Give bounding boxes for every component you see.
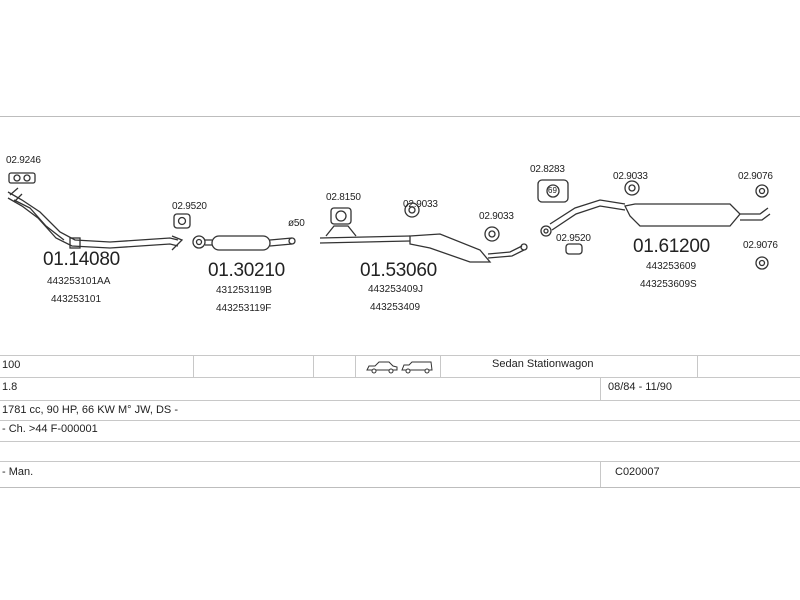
- table-row-line: [0, 377, 800, 378]
- assembly-code: 01.61200: [633, 236, 710, 257]
- oem-number: 443253409: [370, 302, 421, 313]
- part-label: 02.9246: [6, 155, 41, 166]
- part-label: 02.9076: [743, 240, 778, 251]
- table-row-line: [0, 355, 800, 356]
- oem-number: 443253101: [51, 294, 102, 305]
- bottom-divider: [0, 487, 800, 488]
- front-pipe-shape: [7, 172, 184, 251]
- oem-number: 443253609: [646, 261, 697, 272]
- oem-number: 443253409J: [368, 284, 424, 295]
- assembly-code: 01.14080: [43, 249, 120, 270]
- oem-number: 443253609S: [640, 279, 697, 290]
- table-col-line: [600, 462, 601, 487]
- table-row-line: [0, 441, 800, 442]
- part-label: 02.9033: [479, 211, 514, 222]
- part-label: 02.8150: [326, 192, 361, 203]
- centre-silencer-shape: [192, 235, 296, 251]
- car-body-icons: [366, 361, 433, 374]
- oem-number: 431253119B: [216, 285, 272, 296]
- sedan-icon: [365, 360, 397, 374]
- table-row-line: [0, 461, 800, 462]
- engine-cell: 1.8: [2, 381, 18, 393]
- part-label: 02.9076: [738, 171, 773, 182]
- reference-cell: C020007: [615, 466, 660, 478]
- model-cell: 100: [2, 359, 21, 371]
- oem-number: 443253119F: [216, 303, 272, 314]
- years-cell: 08/84 - 11/90: [608, 381, 673, 393]
- spec-cell: 1781 cc, 90 HP, 66 KW M° JW, DS -: [2, 404, 178, 416]
- stationwagon-icon: [401, 360, 433, 374]
- part-label: 02.9520: [172, 201, 207, 212]
- exhaust-diagram: [7, 172, 771, 270]
- assembly-code: 01.53060: [360, 260, 437, 281]
- part-label: 02.9520: [556, 233, 591, 244]
- table-col-line: [313, 356, 314, 377]
- table-col-line: [600, 378, 601, 400]
- body-type-cell: Sedan Stationwagon: [492, 358, 594, 370]
- rear-silencer-shape: [537, 179, 771, 270]
- gasket-label: 69: [548, 186, 557, 195]
- table-col-line: [440, 356, 441, 377]
- diameter-label: ø50: [288, 218, 305, 229]
- table-col-line: [697, 356, 698, 377]
- middle-silencer-shape: [319, 202, 528, 263]
- table-col-line: [355, 356, 356, 377]
- clamp-02-8150-shape: [325, 207, 357, 237]
- gearbox-cell: - Man.: [2, 466, 34, 478]
- table-col-line: [193, 356, 194, 377]
- chassis-cell: - Ch. >44 F-000001: [2, 423, 98, 435]
- top-divider: [0, 116, 800, 117]
- part-label: 02.9033: [403, 199, 438, 210]
- table-row-line: [0, 420, 800, 421]
- clamp-02-9520-shape: [173, 213, 191, 229]
- part-label: 02.8283: [530, 164, 565, 175]
- table-row-line: [0, 400, 800, 401]
- part-label: 02.9033: [613, 171, 648, 182]
- oem-number: 443253101AA: [47, 276, 111, 287]
- assembly-code: 01.30210: [208, 260, 285, 281]
